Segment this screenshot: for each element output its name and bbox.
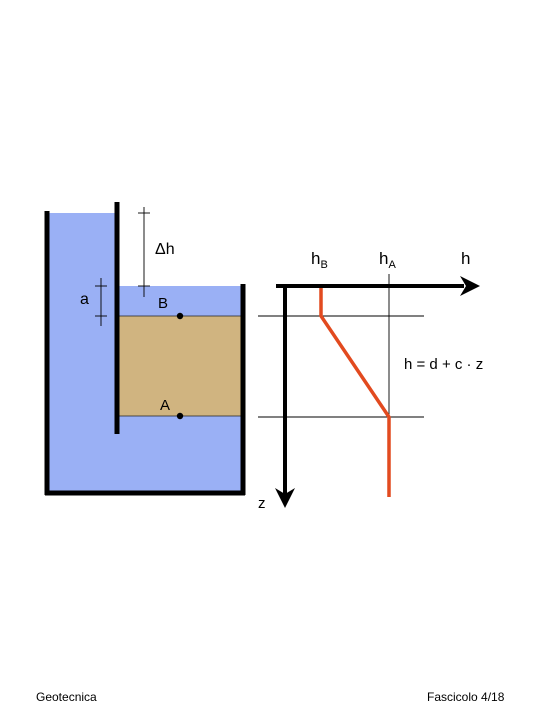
point-A-label: A [160, 397, 170, 414]
h-axis [276, 276, 480, 296]
z-axis [275, 284, 295, 508]
tank-walls [44, 202, 246, 496]
h-A-label: hA [379, 249, 396, 271]
h-B-label: hB [311, 249, 328, 271]
footer-course-name: Geotecnica [36, 690, 97, 704]
delta-h-label: Δh [155, 241, 175, 258]
point-B-label: B [158, 295, 168, 312]
footer-page-number: Fascicolo 4/18 [427, 690, 505, 704]
a-dimension [95, 278, 107, 326]
h-axis-label: h [461, 249, 470, 268]
point-A [176, 412, 184, 420]
delta-h-dimension [138, 207, 150, 297]
point-B [176, 312, 184, 320]
z-axis-label: z [258, 495, 266, 512]
head-equation: h = d + c · z [404, 356, 483, 373]
h-axis-arrowhead [460, 276, 480, 296]
head-profile-line [319, 286, 391, 497]
a-label: a [80, 291, 89, 308]
left-water-column [48, 213, 116, 493]
soil-sample [118, 316, 242, 416]
z-axis-arrowhead [275, 488, 295, 508]
